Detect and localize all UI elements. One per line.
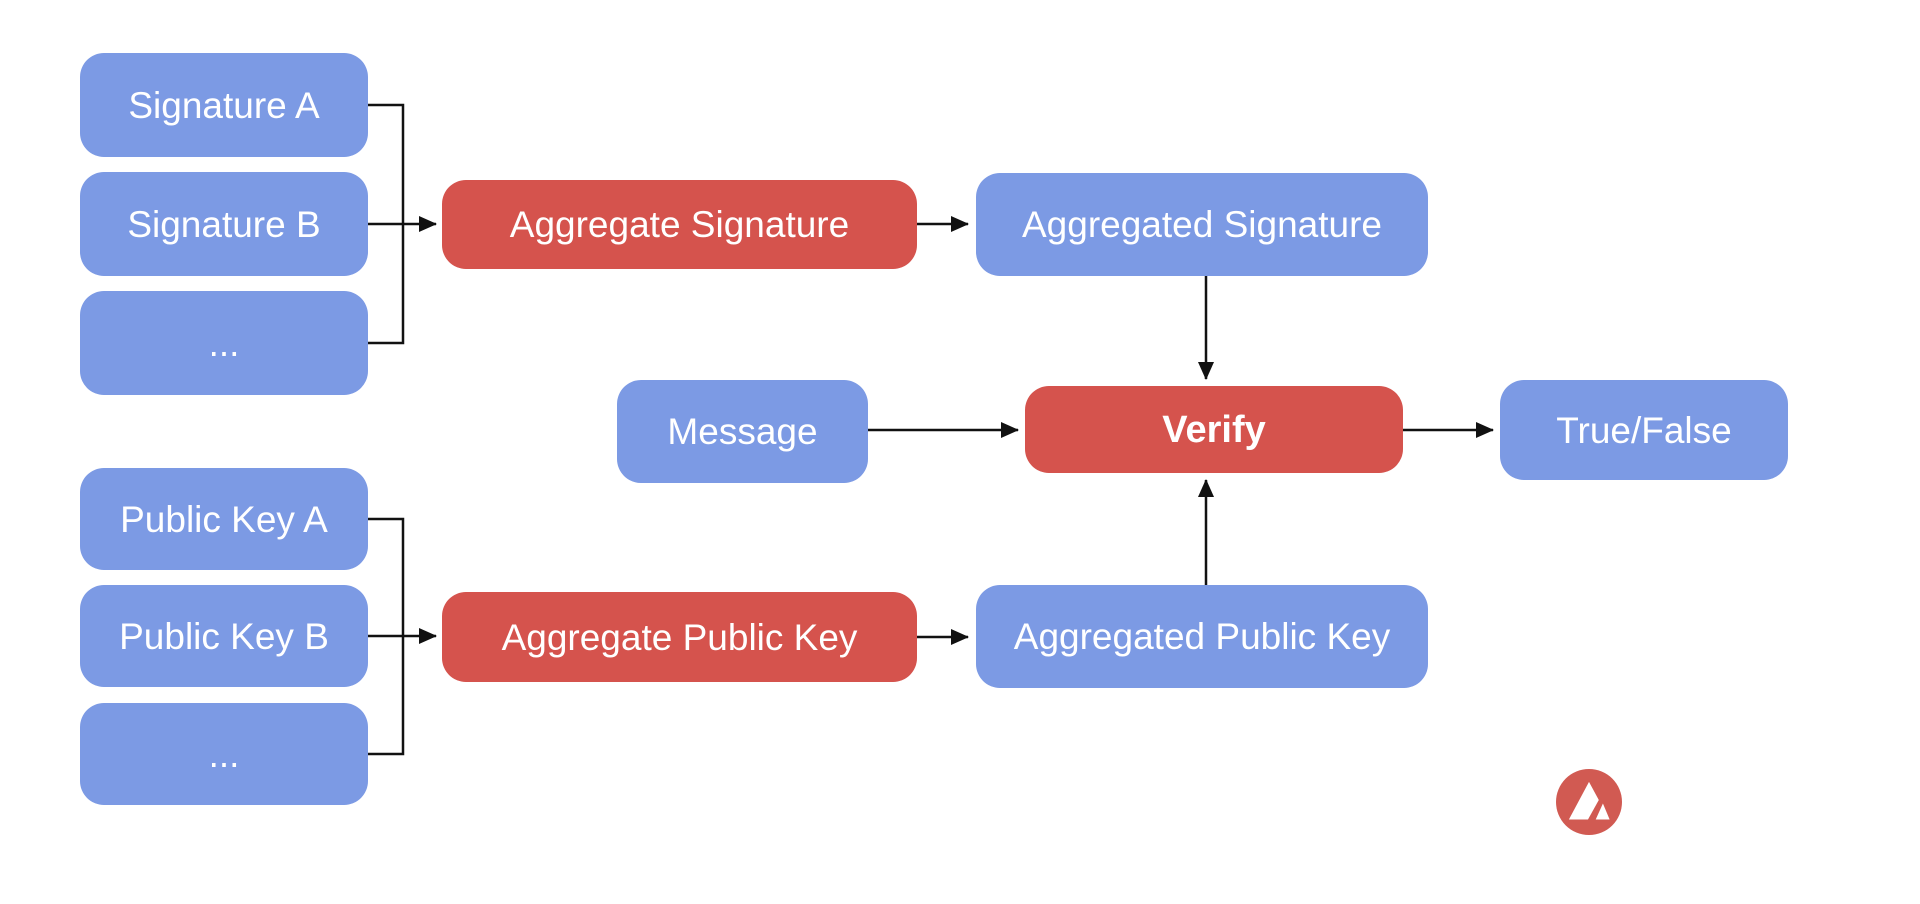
node-signature-b: Signature B [80, 172, 368, 276]
node-signature-a: Signature A [80, 53, 368, 157]
node-public-key-a: Public Key A [80, 468, 368, 570]
node-signature-more: ... [80, 291, 368, 395]
node-aggregate-signature: Aggregate Signature [442, 180, 917, 269]
node-public-key-more: ... [80, 703, 368, 805]
node-public-key-b: Public Key B [80, 585, 368, 687]
node-true-false: True/False [1500, 380, 1788, 480]
node-message: Message [617, 380, 868, 483]
avalanche-logo-icon [1556, 769, 1622, 835]
node-aggregated-signature: Aggregated Signature [976, 173, 1428, 276]
node-verify: Verify [1025, 386, 1403, 473]
node-aggregated-public-key: Aggregated Public Key [976, 585, 1428, 688]
node-aggregate-public-key: Aggregate Public Key [442, 592, 917, 682]
